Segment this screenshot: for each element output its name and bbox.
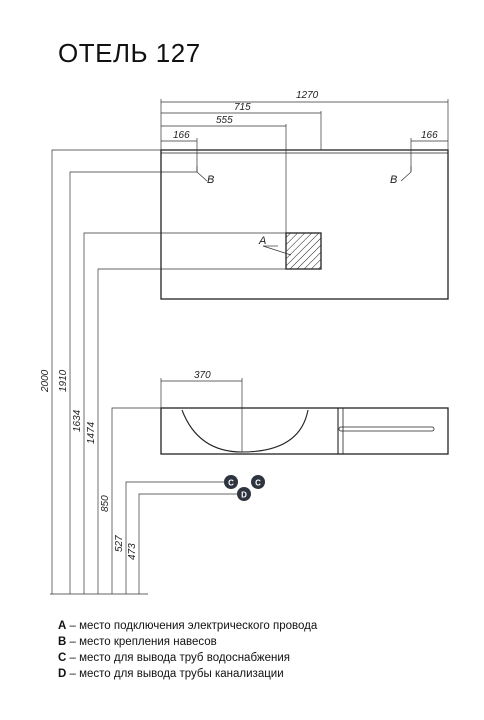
- legend-key-c: C: [58, 652, 67, 664]
- mirror-frame: [160, 149, 449, 300]
- side-view: [160, 407, 449, 455]
- legend-text-b: – место крепления навесов: [66, 636, 217, 648]
- label-b-left: B: [207, 174, 214, 186]
- legend: A – место подключения электрического про…: [58, 618, 317, 682]
- basin-bowl: [181, 409, 309, 453]
- legend-text-c: – место для вывода труб водоснабжения: [66, 652, 291, 664]
- dim-label-555: 555: [216, 115, 233, 126]
- dim-label-166-right: 166: [421, 130, 438, 141]
- legend-row-b: B – место крепления навесов: [58, 634, 317, 650]
- dim-label-1474: 1474: [86, 421, 97, 444]
- dim-label-850: 850: [100, 495, 111, 512]
- marker-c-left-label: C: [228, 479, 234, 488]
- marker-d-label: D: [241, 491, 247, 500]
- legend-key-b: B: [58, 636, 67, 648]
- socket-box-a: [285, 232, 322, 270]
- top-view-dimensions: 1270 715 555 166 166 B B A: [160, 90, 449, 256]
- label-a: A: [258, 235, 266, 247]
- legend-text-d: – место для вывода трубы канализации: [66, 668, 284, 680]
- legend-row-a: A – место подключения электрического про…: [58, 618, 317, 634]
- top-view: [160, 149, 449, 300]
- side-view-dimensions: 370: [160, 370, 243, 452]
- vanity-body: [160, 407, 449, 455]
- marker-c-right: [251, 475, 265, 489]
- dim-label-2000: 2000: [40, 369, 51, 393]
- legend-key-a: A: [58, 620, 67, 632]
- legend-key-d: D: [58, 668, 67, 680]
- label-b-right: B: [390, 174, 397, 186]
- legend-text-a: – место подключения электрического прово…: [66, 620, 318, 632]
- marker-c-right-label: C: [255, 479, 261, 488]
- legend-row-d: D – место для вывода трубы канализации: [58, 666, 317, 682]
- dim-label-715: 715: [234, 102, 251, 113]
- dim-label-1910: 1910: [58, 369, 69, 392]
- dim-label-473: 473: [127, 543, 138, 560]
- legend-row-c: C – место для вывода труб водоснабжения: [58, 650, 317, 666]
- dim-label-166-left: 166: [173, 130, 190, 141]
- marker-d: [237, 487, 251, 501]
- drawer-handle: [338, 426, 435, 432]
- dim-label-1270: 1270: [296, 90, 319, 101]
- dim-label-1634: 1634: [72, 409, 83, 432]
- page-title: ОТЕЛЬ 127: [58, 38, 201, 68]
- dim-label-527: 527: [114, 535, 125, 552]
- vertical-dimensions: 2000 1910 1634 1474 850 527 473: [40, 149, 286, 595]
- marker-c-left: [224, 475, 238, 489]
- dim-label-370: 370: [194, 370, 211, 381]
- pipe-markers: C C D: [224, 475, 265, 501]
